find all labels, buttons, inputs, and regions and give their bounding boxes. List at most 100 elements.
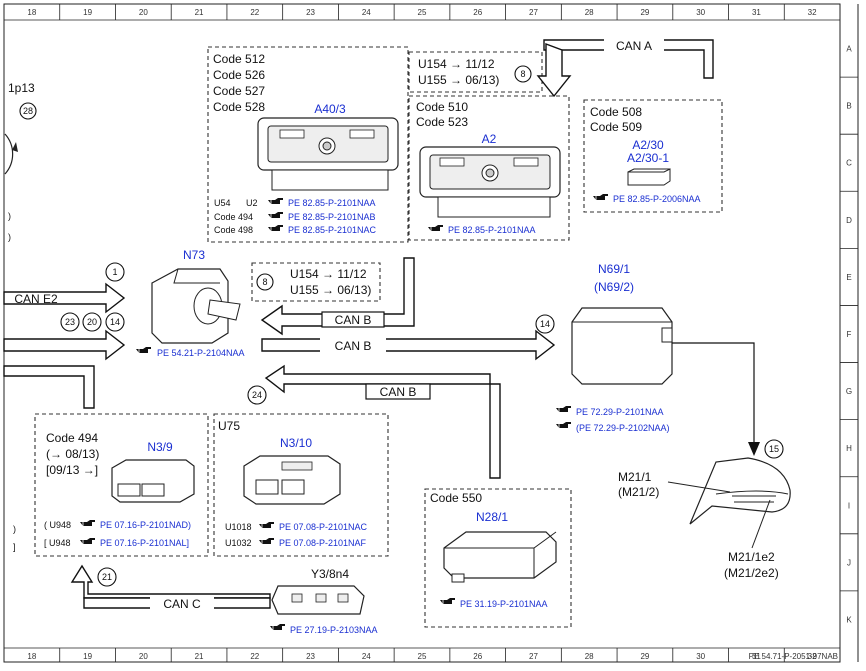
grid-row-label: H xyxy=(846,444,852,453)
grid-row-label: E xyxy=(846,273,851,282)
ref-link[interactable]: PE 54.21-P-2104NAA xyxy=(157,348,245,358)
box-u75 xyxy=(213,413,389,557)
grid-column-label: 19 xyxy=(83,8,92,17)
grid-column-label: 31 xyxy=(752,8,761,17)
svg-text:8: 8 xyxy=(262,277,267,287)
svg-text:Code 526: Code 526 xyxy=(213,68,265,82)
component-y3-8n4: Y3/8n4 xyxy=(311,567,349,581)
grid-column-label: 23 xyxy=(306,8,315,17)
grid-column-label: 30 xyxy=(696,652,705,661)
head-unit-a40-3 xyxy=(257,117,399,191)
box-u154-mid xyxy=(251,262,381,302)
svg-text:Code 494: Code 494 xyxy=(214,212,253,222)
wire-n69-m21 xyxy=(672,342,755,448)
module-n69 xyxy=(571,307,673,385)
bus-left-vertical xyxy=(3,365,95,409)
svg-text:U2: U2 xyxy=(246,198,258,208)
component-a2-30: A2/30 xyxy=(632,138,664,152)
grid-column-label: 19 xyxy=(83,652,92,661)
svg-text:U154 → 11/12: U154 → 11/12 xyxy=(418,57,495,71)
valve-body-y3 xyxy=(271,585,365,615)
grid-column-label: 29 xyxy=(640,652,649,661)
grid-column-label: 27 xyxy=(529,8,538,17)
ref-link[interactable]: (PE 72.29-P-2102NAA) xyxy=(576,423,670,433)
svg-text:[ U948: [ U948 xyxy=(44,538,71,548)
component-m21-2e2: (M21/2e2) xyxy=(724,566,779,580)
grid-column-label: 27 xyxy=(529,652,538,661)
svg-text:14: 14 xyxy=(110,317,120,327)
svg-text:Code 510: Code 510 xyxy=(416,100,468,114)
grid-column-label: 22 xyxy=(250,8,259,17)
grid-column-label: 25 xyxy=(418,652,427,661)
grid-column-label: 26 xyxy=(473,652,482,661)
svg-text:Code 528: Code 528 xyxy=(213,100,265,114)
component-a40-3: A40/3 xyxy=(314,102,346,116)
grid-column-label: 30 xyxy=(696,8,705,17)
can-b-label-1: CAN B xyxy=(335,313,372,327)
grid-row-label: C xyxy=(846,159,852,168)
ref-link[interactable]: PE 07.16-P-2101NAD) xyxy=(100,520,191,530)
left-label: 1p13 xyxy=(8,81,35,95)
svg-text:U155 → 06/13): U155 → 06/13) xyxy=(290,283,371,297)
component-a2: A2 xyxy=(482,132,497,146)
svg-text:15: 15 xyxy=(769,444,779,454)
svg-text:): ) xyxy=(8,232,11,242)
grid-column-label: 20 xyxy=(139,8,148,17)
svg-text:]: ] xyxy=(13,542,16,552)
grid-row-label: D xyxy=(846,216,852,225)
svg-text:Code 523: Code 523 xyxy=(416,115,468,129)
ref-link[interactable]: PE 27.19-P-2103NAA xyxy=(290,625,378,635)
grid-column-label: 29 xyxy=(640,8,649,17)
grid-column-label: 21 xyxy=(195,652,204,661)
component-n69-2: (N69/2) xyxy=(594,280,634,294)
grid-row-label: B xyxy=(846,102,851,111)
svg-text:Code 498: Code 498 xyxy=(214,225,253,235)
grid-column-label: 32 xyxy=(808,8,817,17)
ref-link[interactable]: PE 72.29-P-2101NAA xyxy=(576,407,664,417)
ref-link[interactable]: PE 07.08-P-2101NAC xyxy=(279,522,368,532)
svg-text:U1032: U1032 xyxy=(225,538,252,548)
ref-link[interactable]: PE 07.08-P-2101NAF xyxy=(279,538,367,548)
svg-text:14: 14 xyxy=(540,319,550,329)
svg-text:U75: U75 xyxy=(218,419,240,433)
can-b-label-3: CAN B xyxy=(380,385,417,399)
svg-text:Code 494: Code 494 xyxy=(46,431,98,445)
can-b-bus-3 xyxy=(264,364,501,479)
svg-text:U154 → 11/12: U154 → 11/12 xyxy=(290,267,367,281)
ref-link[interactable]: PE 82.85-P-2101NAA xyxy=(448,225,536,235)
grid-column-label: 20 xyxy=(139,652,148,661)
box-code-512 xyxy=(207,46,409,243)
svg-text:8: 8 xyxy=(520,69,525,79)
grid-column-label: 25 xyxy=(418,8,427,17)
gauge-fragment xyxy=(4,133,14,175)
box-u154-top xyxy=(408,51,543,93)
grid-column-label: 21 xyxy=(195,8,204,17)
grid-column-label: 32 xyxy=(808,652,817,661)
svg-text:Code 550: Code 550 xyxy=(430,491,482,505)
component-n3-10: N3/10 xyxy=(280,436,312,450)
grid-column-label: 22 xyxy=(250,652,259,661)
grid-column-label: 18 xyxy=(27,8,36,17)
ref-link[interactable]: PE 82.85-P-2006NAA xyxy=(613,194,701,204)
module-a2-30 xyxy=(627,168,671,186)
svg-text:1: 1 xyxy=(112,267,117,277)
grid-column-label: 24 xyxy=(362,652,371,661)
box-code-550 xyxy=(424,488,572,628)
ref-link[interactable]: PE 82.85-P-2101NAB xyxy=(288,212,376,222)
module-n28-1 xyxy=(443,531,557,583)
ref-link[interactable]: PE 82.85-P-2101NAC xyxy=(288,225,377,235)
ref-link[interactable]: PE 07.16-P-2101NAL] xyxy=(100,538,189,548)
component-n69-1: N69/1 xyxy=(598,262,630,276)
component-m21-1: M21/1 xyxy=(618,470,652,484)
can-e2-bus xyxy=(3,282,126,314)
head-unit-a2 xyxy=(419,146,561,218)
can-b-bus-2 xyxy=(261,329,556,361)
svg-text:Code 527: Code 527 xyxy=(213,84,265,98)
ref-link[interactable]: PE 31.19-P-2101NAA xyxy=(460,599,548,609)
svg-text:23: 23 xyxy=(65,317,75,327)
grid-row-label: G xyxy=(846,387,852,396)
ref-link[interactable]: PE 82.85-P-2101NAA xyxy=(288,198,376,208)
can-c-label: CAN C xyxy=(163,597,201,611)
